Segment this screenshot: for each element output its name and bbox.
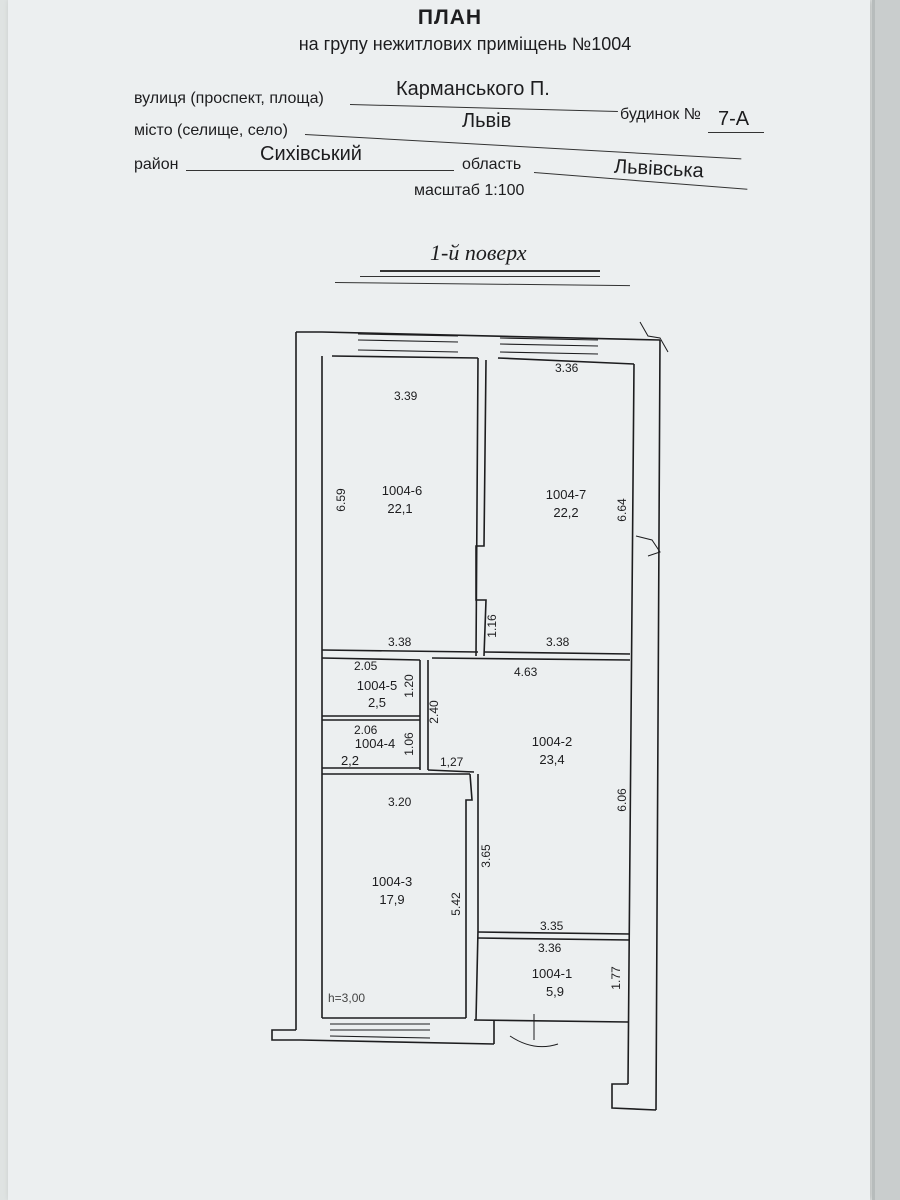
street-value: Карманського П. xyxy=(396,78,550,100)
break-mark-mid xyxy=(635,535,661,557)
dim-r5-side: 1.20 xyxy=(402,674,416,698)
room-area: 17,9 xyxy=(379,892,404,907)
entrance-door xyxy=(509,1014,559,1048)
room-area: 2,5 xyxy=(368,695,386,710)
dim-r4-top: 2.06 xyxy=(354,723,378,737)
window-bottom xyxy=(329,1023,431,1039)
document-subtitle: на групу нежитлових приміщень №1004 xyxy=(298,34,632,54)
window-top-left xyxy=(357,333,459,353)
room-1004-4: 1004-4 2,2 xyxy=(341,736,395,768)
underlying-page xyxy=(875,0,900,1200)
break-mark-top xyxy=(639,321,669,353)
page-edge xyxy=(872,0,875,1200)
dim-r6-top: 3.39 xyxy=(394,389,418,403)
room-area: 22,1 xyxy=(387,501,412,516)
room-id: 1004-3 xyxy=(372,874,412,889)
dim-r7-right: 6.64 xyxy=(615,498,629,522)
room-area: 5,9 xyxy=(546,984,564,999)
dim-r2-step: 1,27 xyxy=(440,755,464,769)
dim-r6-left: 6.59 xyxy=(334,488,348,512)
dim-r5-r4-right: 2.40 xyxy=(427,700,441,724)
room-id: 1004-6 xyxy=(382,483,422,498)
district-value: Сихівський xyxy=(260,143,362,165)
room-id: 1004-5 xyxy=(357,678,397,693)
city-value: Львів xyxy=(462,110,512,132)
dim-r2-right: 6.06 xyxy=(615,788,629,812)
room-1004-6: 1004-6 22,1 xyxy=(382,483,422,516)
dim-r6-bottom: 3.38 xyxy=(388,635,412,649)
document-title: ПЛАН xyxy=(417,6,483,29)
dim-r3-right: 5.42 xyxy=(449,892,463,916)
room-1004-5: 1004-5 2,5 xyxy=(357,678,397,710)
left-wall xyxy=(295,332,323,1030)
dim-r5-top: 2.05 xyxy=(354,659,378,673)
wall-room-1-bottom xyxy=(473,1019,629,1023)
dim-r1-right: 1.77 xyxy=(609,966,623,990)
room-1004-7: 1004-7 22,2 xyxy=(546,487,586,520)
bottom-wall xyxy=(299,1017,495,1045)
room-id: 1004-1 xyxy=(532,966,572,981)
dim-r3-top: 3.20 xyxy=(388,795,412,809)
scale-label: масштаб 1:100 xyxy=(414,182,525,199)
street-label: вулиця (проспект, площа) xyxy=(134,90,324,107)
building-underline xyxy=(708,132,764,133)
region-label: область xyxy=(462,156,522,173)
right-wall xyxy=(627,339,661,1111)
dim-r1-top: 3.36 xyxy=(538,941,562,955)
dim-r7-bottom: 3.38 xyxy=(546,635,570,649)
ceiling-height: h=3,00 xyxy=(328,991,365,1005)
room-id: 1004-4 xyxy=(355,736,395,751)
room-1004-3: 1004-3 17,9 xyxy=(372,874,412,907)
dim-r2-bottom: 3.35 xyxy=(540,919,564,933)
partition-6-7 xyxy=(475,357,487,657)
dim-r7-top: 3.36 xyxy=(555,361,579,375)
wall-small-rooms xyxy=(322,660,429,770)
document-sheet xyxy=(8,0,870,1200)
plan-walls xyxy=(271,321,669,1111)
floor-title: 1-й поверх xyxy=(430,240,527,265)
building-value: 7-А xyxy=(718,108,750,130)
wall-room-2-bottom xyxy=(477,931,631,941)
window-top-right xyxy=(499,337,599,355)
wall-row-2 xyxy=(321,649,631,661)
floor-underline-2 xyxy=(360,276,600,277)
room-area: 22,2 xyxy=(553,505,578,520)
building-label: будинок № xyxy=(620,106,701,123)
room-id: 1004-7 xyxy=(546,487,586,502)
room-id: 1004-2 xyxy=(532,734,572,749)
room-1004-1: 1004-1 5,9 xyxy=(532,966,572,999)
city-label: місто (селище, село) xyxy=(134,122,288,139)
dim-r4-side: 1.06 xyxy=(402,732,416,756)
room-1004-2: 1004-2 23,4 xyxy=(532,734,572,767)
district-label: район xyxy=(134,156,179,173)
left-wall-ends xyxy=(271,331,322,1041)
dim-r2-top: 4.63 xyxy=(514,665,538,679)
top-wall xyxy=(321,331,661,365)
floor-underline-1 xyxy=(380,270,600,272)
dim-r7-notch: 1.16 xyxy=(485,614,499,638)
wall-row-3 xyxy=(322,767,475,775)
room-area: 23,4 xyxy=(539,752,564,767)
dim-r3-mid: 3.65 xyxy=(479,844,493,868)
district-underline xyxy=(186,170,454,171)
right-wall-end xyxy=(611,1083,657,1111)
partition-2-3 xyxy=(465,773,479,1021)
room-area: 2,2 xyxy=(341,753,359,768)
